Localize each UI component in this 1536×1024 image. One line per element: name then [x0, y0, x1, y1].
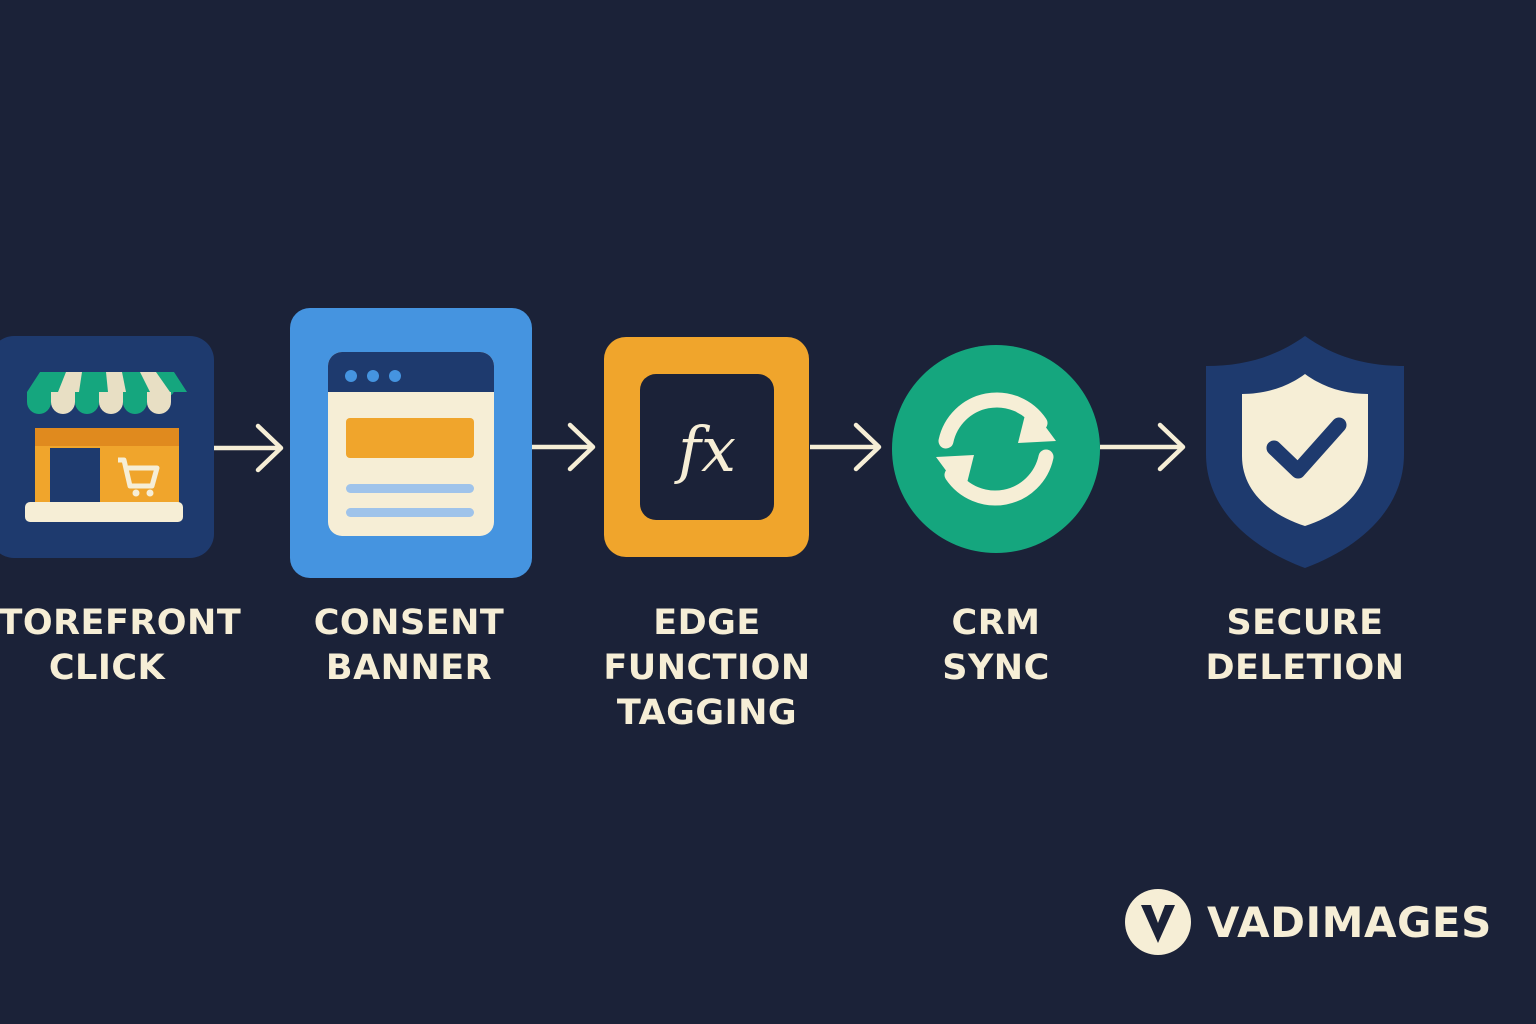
- step-label-storefront-click: STOREFRONT CLICK: [0, 601, 257, 691]
- label-line: STOREFRONT: [0, 603, 242, 643]
- step-label-edge-function-tagging: EDGE FUNCTION TAGGING: [557, 601, 857, 736]
- storefront-icon: [0, 336, 214, 558]
- arrow-right-icon: [211, 421, 286, 479]
- shield-check-icon: [1202, 334, 1408, 570]
- step-label-consent-banner: CONSENT BANNER: [259, 601, 559, 691]
- label-line: FUNCTION: [603, 648, 811, 688]
- label-line: TAGGING: [616, 693, 798, 733]
- brand-name: VADIMAGES: [1207, 897, 1492, 947]
- label-line: SYNC: [942, 648, 1050, 688]
- step-label-crm-sync: CRM SYNC: [846, 601, 1146, 691]
- arrow-right-icon: [1097, 420, 1188, 478]
- label-line: EDGE: [653, 603, 761, 643]
- label-line: SECURE: [1226, 603, 1384, 643]
- label-line: CONSENT: [313, 603, 505, 643]
- step-label-secure-deletion: SECURE DELETION: [1155, 601, 1455, 691]
- arrow-right-icon: [807, 420, 884, 478]
- label-line: CLICK: [48, 648, 166, 688]
- label-line: CRM: [951, 603, 1041, 643]
- browser-window-icon: [290, 308, 532, 578]
- brand-watermark: VADIMAGES: [1125, 887, 1492, 957]
- label-line: BANNER: [325, 648, 493, 688]
- sync-arrows-icon: [892, 345, 1100, 553]
- fx-glyph: fx: [674, 413, 736, 486]
- brand-logo-icon: [1125, 889, 1191, 955]
- label-line: DELETION: [1205, 648, 1405, 688]
- arrow-right-icon: [529, 420, 598, 478]
- function-fx-icon: fx: [604, 337, 809, 557]
